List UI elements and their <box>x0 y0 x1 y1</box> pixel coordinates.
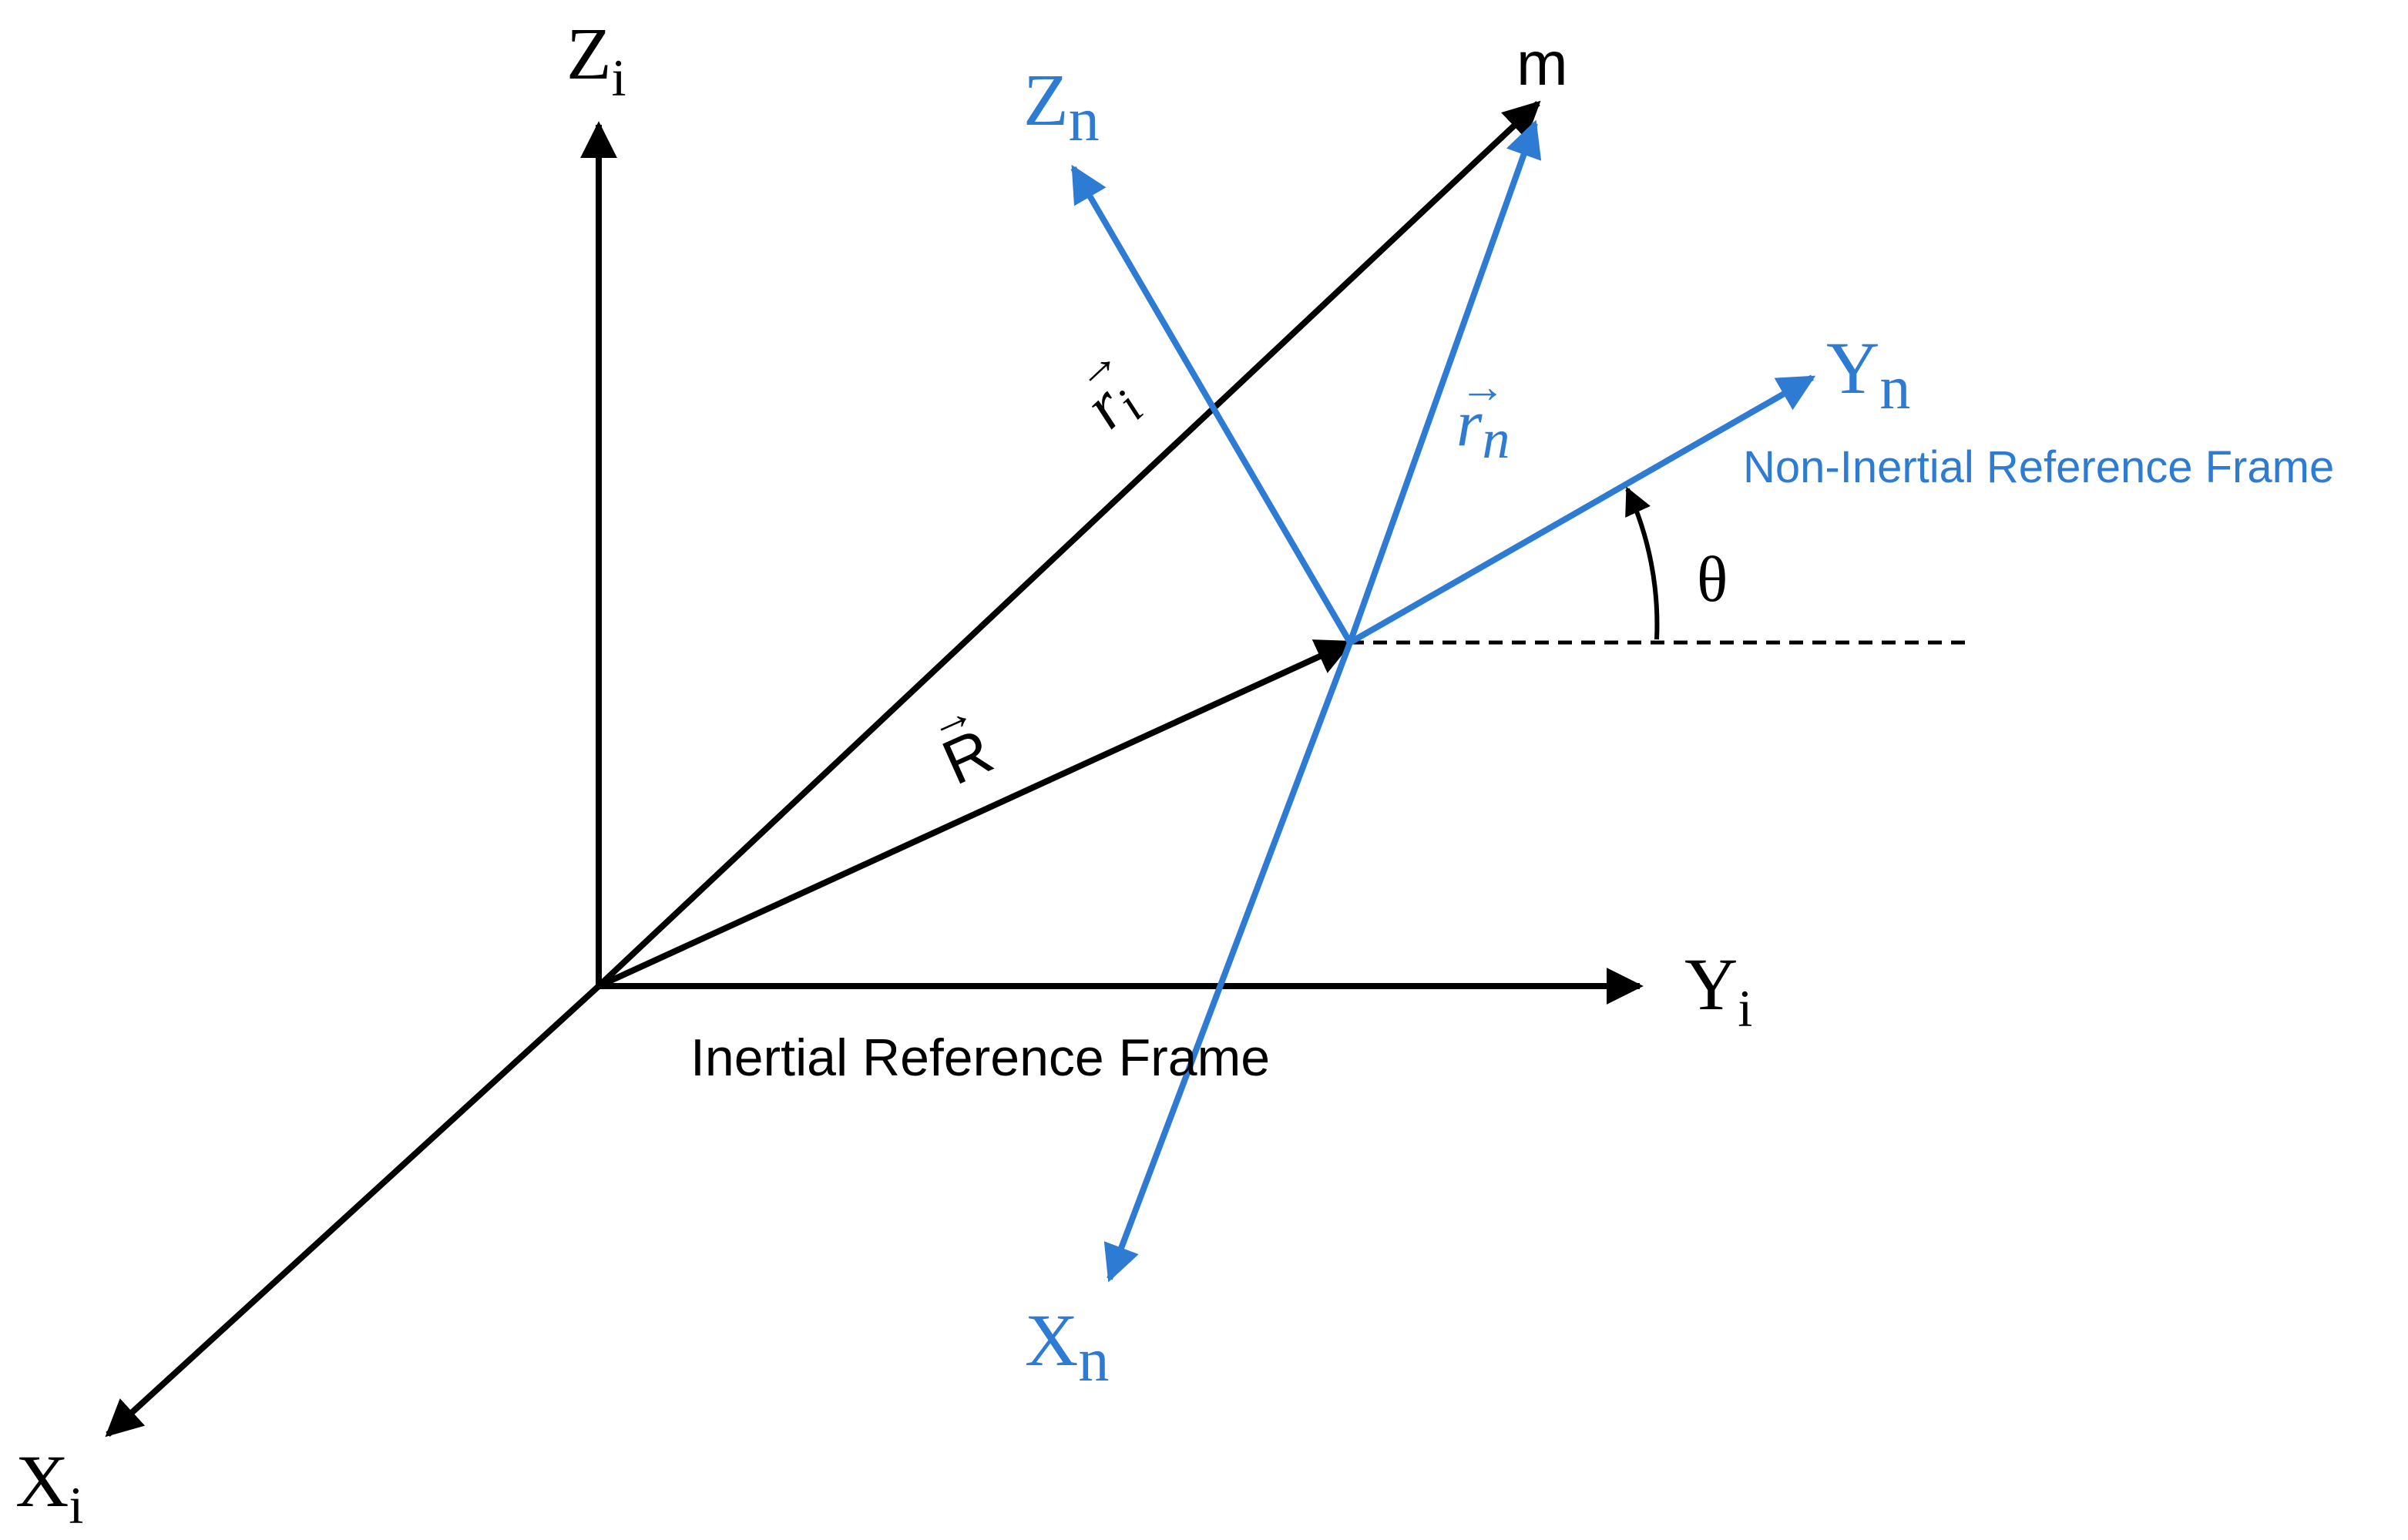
ri-vector-label: ri → <box>1060 331 1154 442</box>
xn-axis <box>1103 641 1353 1283</box>
svg-text:rn: rn <box>1456 386 1510 470</box>
R-vector <box>597 639 1354 989</box>
xi-axis <box>105 984 601 1438</box>
yn-label: Yn <box>1826 327 1910 422</box>
xn-label: Xn <box>1025 1299 1109 1394</box>
inertial-frame-label: Inertial Reference Frame <box>690 1028 1270 1087</box>
rn-vector <box>1347 119 1542 644</box>
non-inertial-frame-label: Non-Inertial Reference Frame <box>1743 442 2334 492</box>
rn-vector-label: rn → <box>1456 361 1510 470</box>
yn-axis <box>1348 374 1816 646</box>
R-vector-label: R → <box>919 685 1002 799</box>
xi-label: Xi <box>15 1440 83 1535</box>
rn-vector-arrow-mark: → <box>1459 361 1506 412</box>
zn-axis <box>1070 164 1353 645</box>
mass-label: m <box>1516 29 1568 98</box>
theta-label: θ <box>1697 544 1728 616</box>
zn-label: Zn <box>1023 59 1100 154</box>
theta-arc <box>1625 486 1660 640</box>
zi-label: Zi <box>566 12 626 107</box>
yi-label: Yi <box>1684 943 1752 1038</box>
ri-vector <box>596 100 1541 988</box>
